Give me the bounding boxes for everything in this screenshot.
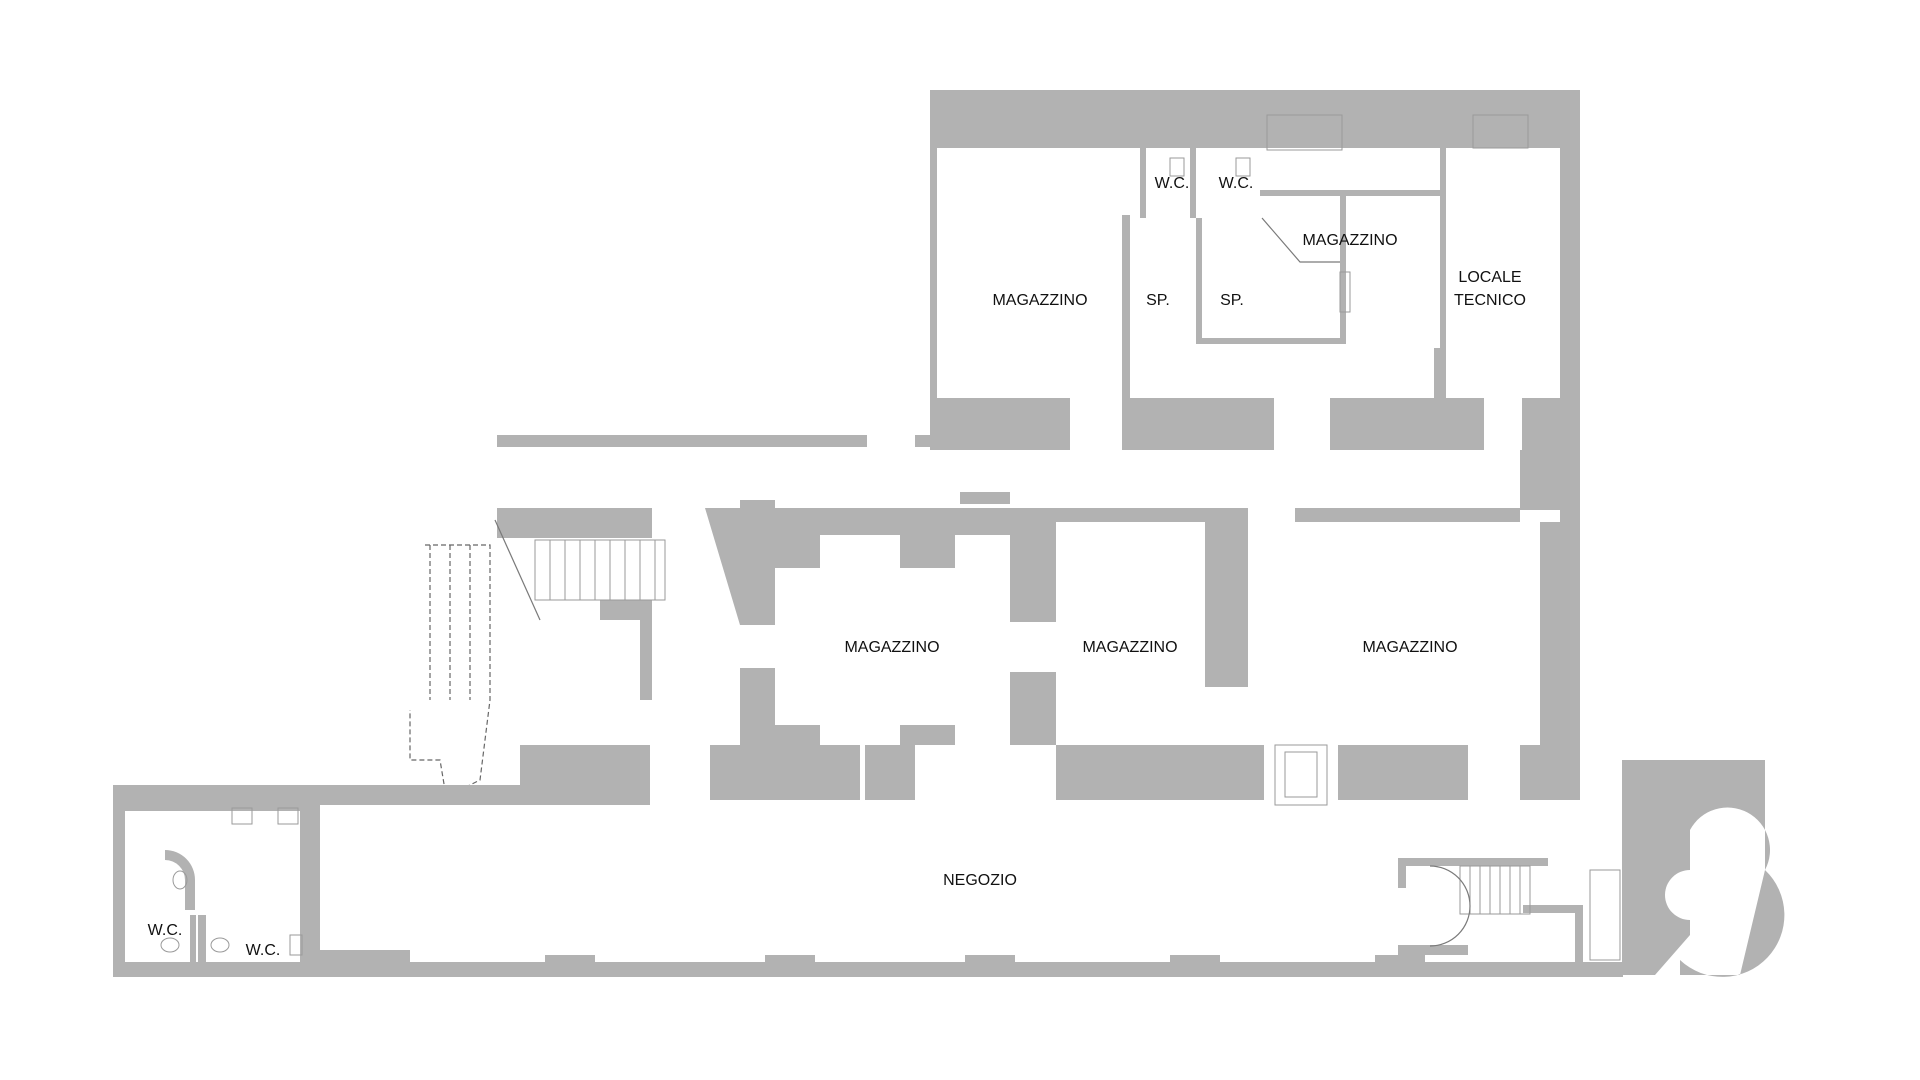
lift — [1274, 744, 1328, 806]
room-label-magazzino-center: MAGAZZINO — [844, 639, 939, 656]
room-label-magazzino-east: MAGAZZINO — [1362, 639, 1457, 656]
room-label-wc-south-left: W.C. — [148, 922, 183, 939]
north-block-fixtures — [1169, 114, 1529, 313]
room-label-wc-south-right: W.C. — [246, 942, 281, 959]
room-label-locale-tecnico-1: LOCALE — [1458, 269, 1521, 286]
room-label-magazzino-north-small: MAGAZZINO — [1302, 232, 1397, 249]
room-label-wc-north-left: W.C. — [1155, 175, 1190, 192]
room-label-locale-tecnico-2: TECNICO — [1454, 292, 1526, 309]
stairs-east — [1429, 865, 1621, 961]
room-labels: MAGAZZINO SP. SP. W.C. W.C. MAGAZZINO LO… — [148, 175, 1526, 959]
room-label-magazzino-center-right: MAGAZZINO — [1082, 639, 1177, 656]
negozio-walls — [113, 760, 1785, 977]
room-label-wc-north-right: W.C. — [1219, 175, 1254, 192]
wc-south-fixtures — [160, 807, 303, 956]
north-block-walls — [930, 90, 1580, 760]
central-block-walls — [497, 500, 1580, 800]
room-label-sp-left: SP. — [1146, 292, 1170, 309]
room-label-negozio: NEGOZIO — [943, 872, 1017, 889]
room-label-sp-right: SP. — [1220, 292, 1244, 309]
room-label-magazzino-north: MAGAZZINO — [992, 292, 1087, 309]
